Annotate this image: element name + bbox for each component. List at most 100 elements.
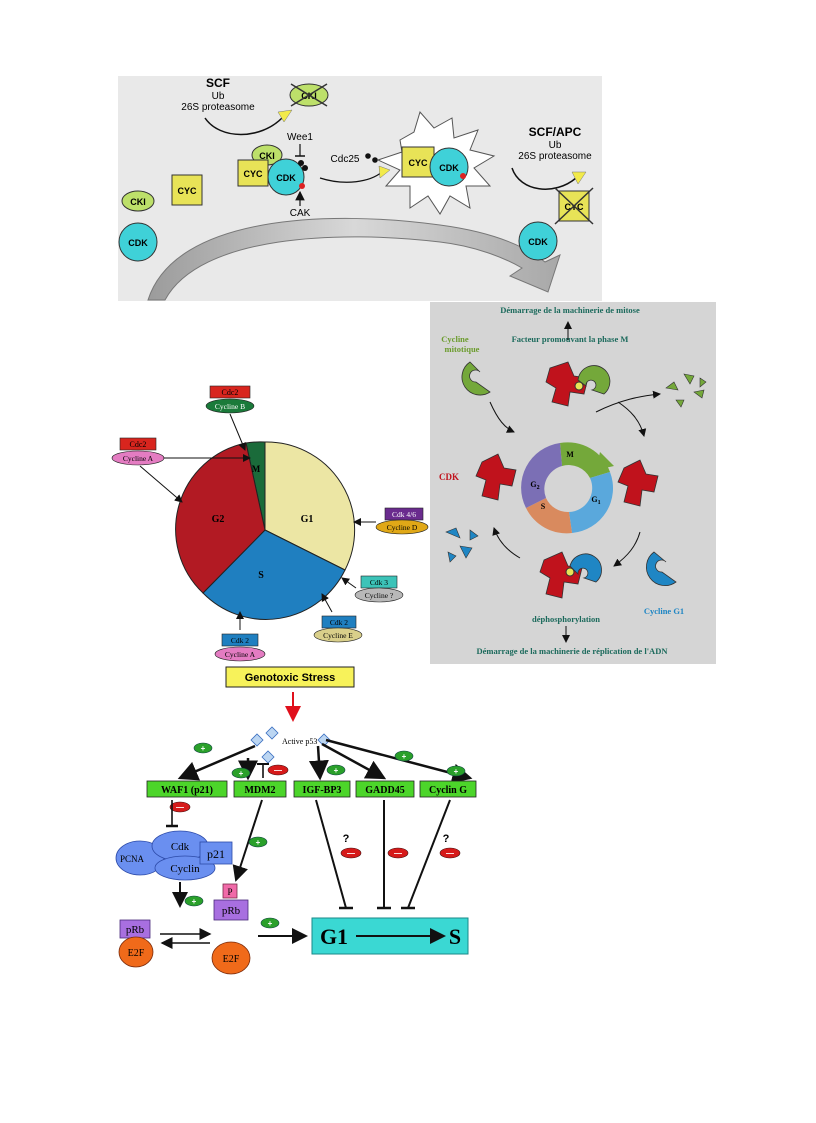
wheel-arrow-4 (492, 527, 521, 559)
bottom-phospho (565, 567, 575, 577)
cdc25-arrowhead (378, 165, 391, 179)
svg-text:+: + (334, 766, 339, 775)
cycline-a2-oval (214, 646, 266, 662)
panel-cdk-regulation: SCF Ub 26S proteasome CKI Wee1 CKI CYC C… (118, 76, 602, 301)
mdm2-plus-sign: + (256, 838, 261, 847)
cyclin-label-p4: Cyclin (170, 863, 200, 875)
cdc25-dot-1 (365, 153, 371, 159)
e2f-left-label: E2F (128, 948, 145, 959)
free-cdk-label: CDK (128, 238, 148, 248)
pie-label-g1: G1 (301, 514, 314, 525)
waf1-box (146, 780, 228, 798)
panel3-bg (430, 302, 716, 664)
cdc25-arc (319, 171, 383, 183)
complex-cki-label: CKI (259, 151, 275, 161)
phospho-p-label: P (227, 887, 232, 897)
cki-cross-2 (290, 83, 328, 107)
active-p53-label: Active p53 (282, 737, 317, 746)
wheel-arrow-3 (613, 531, 641, 567)
question-mark-2: ? (443, 833, 450, 845)
cdc2-a-label: Cdc2 (130, 440, 147, 449)
p21-label: p21 (207, 847, 225, 861)
cycline-q-label: Cycline ? (365, 591, 394, 600)
mpf-cycline (577, 365, 611, 395)
igfbp3-minus-badge (340, 847, 362, 859)
svg-text:+: + (402, 752, 407, 761)
cycline-a2-label: Cycline A (225, 650, 256, 659)
p53-to-gadd45 (321, 742, 387, 780)
prb-left-label: pRb (126, 924, 145, 936)
free-cki-label: CKI (130, 197, 146, 207)
gadd45-minus-sign: — (394, 849, 402, 858)
cak-label: CAK (290, 208, 311, 219)
e2f-left (118, 936, 154, 968)
wheel-arrow-1 (489, 401, 515, 433)
p53-to-waf1 (177, 744, 256, 781)
cycline-d-label: Cycline D (387, 523, 418, 532)
pie-label-g2: G2 (212, 514, 225, 525)
mpf-phospho (574, 381, 584, 391)
active-phospho (460, 173, 466, 179)
wheel-arrow-out (595, 390, 661, 413)
cdk2-a-box (221, 633, 259, 647)
pie-slice-g2 (175, 442, 266, 594)
free-cki (121, 190, 155, 212)
active-cyc (401, 146, 435, 178)
question-mark-1: ? (343, 833, 350, 845)
cdc2-a-box (119, 437, 157, 451)
igfbp3-inhibit (315, 799, 347, 909)
ring-label-s: S (541, 502, 546, 511)
panel-p53-pathway: Genotoxic Stress Active p53 + + — + (115, 666, 477, 975)
cycline-a-arrow-g2 (139, 465, 183, 503)
apc-arrowhead (571, 171, 587, 185)
pie-label-s: S (258, 570, 264, 581)
mdm2-label: MDM2 (244, 785, 275, 796)
mpf-label: Facteur promouvant la phase M (512, 334, 629, 344)
cyclin-g-inhibit (407, 799, 451, 909)
igfbp3-minus-sign: — (347, 849, 355, 858)
end-cdk (518, 221, 558, 261)
free-cdk (118, 222, 158, 262)
cycline-q-arrow (341, 577, 357, 589)
end-cdk-label: CDK (528, 237, 548, 247)
mdm2-plus-badge (248, 836, 268, 848)
apc-proteasome: 26S proteasome (518, 151, 592, 162)
cdc2-b-box (209, 385, 251, 399)
ring-s (526, 498, 572, 534)
svg-text:—: — (274, 766, 282, 775)
scf-proteasome: 26S proteasome (181, 102, 255, 113)
waf1-label: WAF1 (p21) (161, 785, 213, 796)
gadd45-label: GADD45 (365, 785, 404, 796)
prb-right-label: pRb (222, 905, 241, 917)
cdk3-label: Cdk 3 (370, 578, 388, 587)
bottom-cdk (539, 551, 583, 599)
waf1-minus-sign: — (176, 803, 184, 812)
ring-label-g2: G2 (530, 480, 539, 491)
pie-label-m: M (252, 464, 261, 474)
scf-arc (204, 117, 283, 136)
panel-cdk-wheel: Démarrage de la machinerie de mitose Fac… (430, 302, 716, 664)
cycline-e-label: Cycline E (323, 631, 353, 640)
igfbp3-label: IGF-BP3 (303, 785, 342, 796)
cycline-b-oval (205, 398, 255, 414)
cycline-b-arrow (229, 413, 246, 451)
phospho-dot-2 (302, 165, 308, 171)
cycline-b-label: Cycline B (215, 402, 245, 411)
ring-g2 (521, 443, 562, 508)
svg-text:+: + (201, 744, 206, 753)
cycline-g1-shape (646, 551, 677, 586)
wheel-arrow-2 (617, 401, 647, 437)
cycline-a-label: Cycline A (123, 454, 154, 463)
complex-cdk (267, 158, 305, 196)
svg-text:+: + (454, 767, 459, 776)
cycline-g1-fragments (445, 527, 479, 563)
mpf-cdk (545, 361, 589, 407)
cyc-cross-2 (554, 187, 594, 225)
gadd45-box (355, 780, 415, 798)
phospho-dot-1 (298, 160, 304, 166)
apc-title: SCF/APC (529, 125, 582, 139)
complex-plus-badge (184, 895, 204, 907)
e2f-plus-sign: + (268, 919, 273, 928)
cycline-mitotique-line2: mitotique (445, 344, 480, 354)
g1-label: G1 (320, 924, 348, 949)
